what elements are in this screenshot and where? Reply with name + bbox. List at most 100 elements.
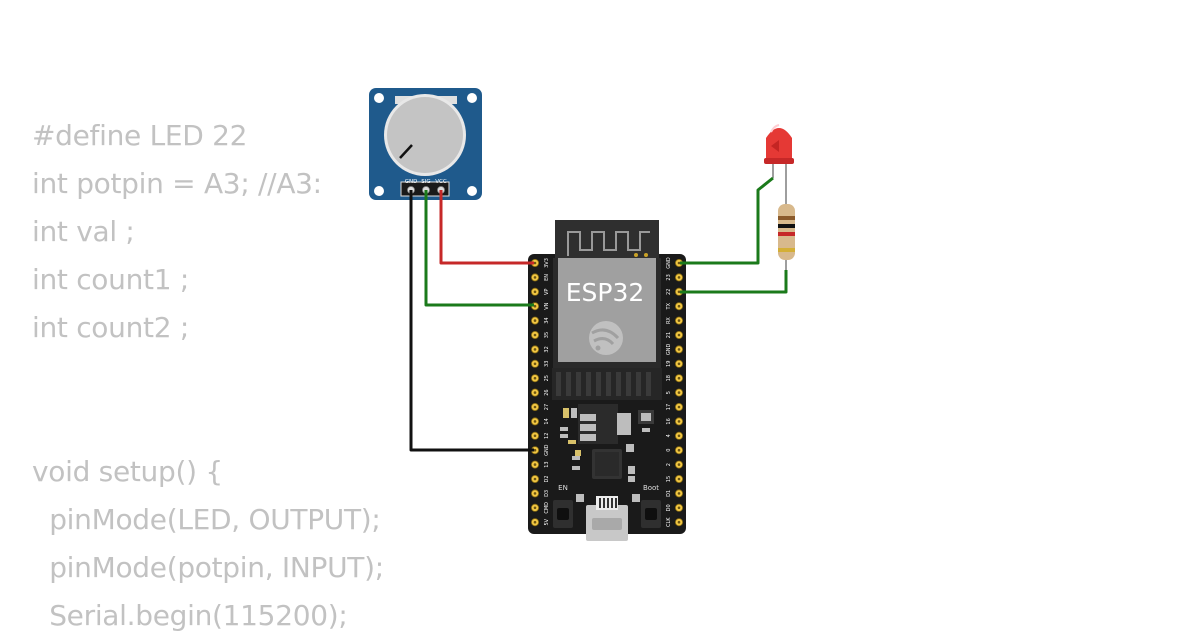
left-header-pin-hole	[533, 492, 537, 495]
pot-pin-label-gnd: GND	[405, 179, 418, 185]
left-pin-label: 33	[544, 361, 550, 367]
pad-row	[556, 372, 651, 396]
left-pin-label: 32	[544, 346, 550, 352]
code-line: pinMode(potpin, INPUT);	[32, 551, 384, 584]
left-pin-label: CMD	[544, 502, 550, 514]
right-header-pin-hole	[677, 376, 681, 380]
left-header-pin-hole	[533, 348, 537, 351]
right-pin-label: 5	[666, 391, 672, 394]
right-pin-label: TX	[666, 302, 672, 310]
left-header-pin-hole	[533, 434, 537, 438]
left-pin-label: EN	[544, 274, 550, 281]
left-header-pin-hole	[533, 304, 537, 308]
right-pin-label: D1	[666, 490, 672, 497]
left-pin-label: 3V3	[544, 258, 550, 268]
code-line: int potpin = A3; //A3:	[32, 167, 322, 200]
signal-wire[interactable]	[424, 190, 534, 307]
left-header-pin-hole	[533, 290, 537, 294]
resistor-band	[778, 224, 795, 228]
led-highlight	[770, 124, 780, 133]
right-pin-label: 15	[666, 476, 672, 482]
right-header-pin-hole	[677, 448, 681, 452]
right-pin-label: 2	[666, 463, 672, 466]
right-pin-label: 21	[666, 332, 672, 338]
right-header-pin-hole	[677, 304, 681, 308]
en-button[interactable]	[553, 500, 573, 528]
right-pin-label: GND	[666, 257, 672, 269]
right-pin-label: CLK	[666, 517, 672, 527]
potentiometer[interactable]: GND SIG VCC	[369, 88, 482, 200]
left-pin-label: GND	[544, 444, 550, 456]
pot-pin-label-sig: SIG	[421, 179, 430, 185]
right-header-pin-hole	[677, 276, 681, 279]
left-pin-label: 25	[544, 375, 550, 381]
right-header-pin-hole	[677, 362, 681, 366]
right-header-pin-hole	[677, 420, 681, 423]
right-pin-label: 19	[666, 361, 672, 367]
left-header-pin-hole	[533, 506, 537, 510]
left-pin-label: 35	[544, 332, 550, 338]
mount-hole	[374, 93, 384, 103]
en-button-label: EN	[558, 484, 568, 492]
code-line: void setup() {	[32, 455, 223, 488]
pot-knob-indicator	[399, 144, 413, 159]
left-header-pin-hole	[533, 362, 537, 366]
left-pin-label: 26	[544, 389, 550, 395]
pot-knob[interactable]	[387, 97, 463, 173]
right-pin-label: RX	[666, 317, 672, 324]
left-header-pin-hole	[533, 319, 537, 322]
smd-components	[560, 408, 654, 502]
left-header-pin-hole	[533, 477, 537, 481]
left-header-pin-hole	[533, 420, 537, 423]
led-rim	[764, 158, 794, 164]
mount-hole	[374, 186, 384, 196]
right-header-pin-hole	[677, 492, 681, 495]
left-header-pin-hole	[533, 448, 537, 452]
left-header-pin-hole	[533, 261, 537, 265]
left-header-pin-hole	[533, 333, 537, 337]
esp32-board[interactable]: ESP32	[528, 220, 686, 541]
left-header-pin-hole	[533, 463, 537, 466]
boot-button-label: Boot	[643, 484, 659, 492]
left-pin-label: 34	[544, 317, 550, 323]
left-pin-label: VP	[544, 289, 550, 295]
code-listing: #define LED 22 int potpin = A3; //A3: in…	[32, 112, 384, 640]
left-header-pin-hole	[533, 520, 537, 524]
left-pin-label: D3	[544, 490, 550, 497]
right-header-pin-hole	[677, 405, 681, 409]
right-header-pin-hole	[677, 319, 681, 322]
right-pin-label: 0	[666, 449, 672, 452]
code-line: int count2 ;	[32, 311, 189, 344]
right-header-pin-hole	[677, 506, 681, 510]
resistor-band	[778, 248, 795, 252]
mount-hole	[467, 186, 477, 196]
left-header-pin-hole	[533, 276, 537, 279]
led[interactable]	[764, 124, 794, 178]
right-pin-label: GND	[666, 344, 672, 356]
left-pin-label: 12	[544, 433, 550, 439]
vcc-wire[interactable]	[439, 190, 534, 265]
usb-uart-chip	[592, 449, 622, 479]
left-pin-label: 14	[544, 418, 550, 424]
right-header-pin-hole	[677, 290, 681, 294]
right-header-pin-hole	[677, 333, 681, 337]
mount-hole	[467, 93, 477, 103]
code-line: int count1 ;	[32, 263, 189, 296]
led-ground-wire[interactable]	[680, 176, 774, 265]
ground-wire[interactable]	[409, 190, 534, 452]
code-line: Serial.begin(115200);	[32, 599, 348, 632]
resistor-band	[778, 216, 795, 220]
right-pin-label: 22	[666, 289, 672, 295]
led-signal-wire[interactable]	[680, 270, 788, 294]
usb-port[interactable]	[586, 496, 628, 541]
right-pin-label: 23	[666, 274, 672, 280]
left-pin-label: D2	[544, 475, 550, 482]
boot-button[interactable]	[641, 500, 661, 528]
right-pin-label: 16	[666, 418, 672, 424]
right-pin-label: 18	[666, 375, 672, 381]
code-line: pinMode(LED, OUTPUT);	[32, 503, 381, 536]
resistor[interactable]	[778, 176, 795, 270]
espressif-logo-icon	[589, 321, 623, 355]
right-header-pin-hole	[677, 520, 681, 524]
